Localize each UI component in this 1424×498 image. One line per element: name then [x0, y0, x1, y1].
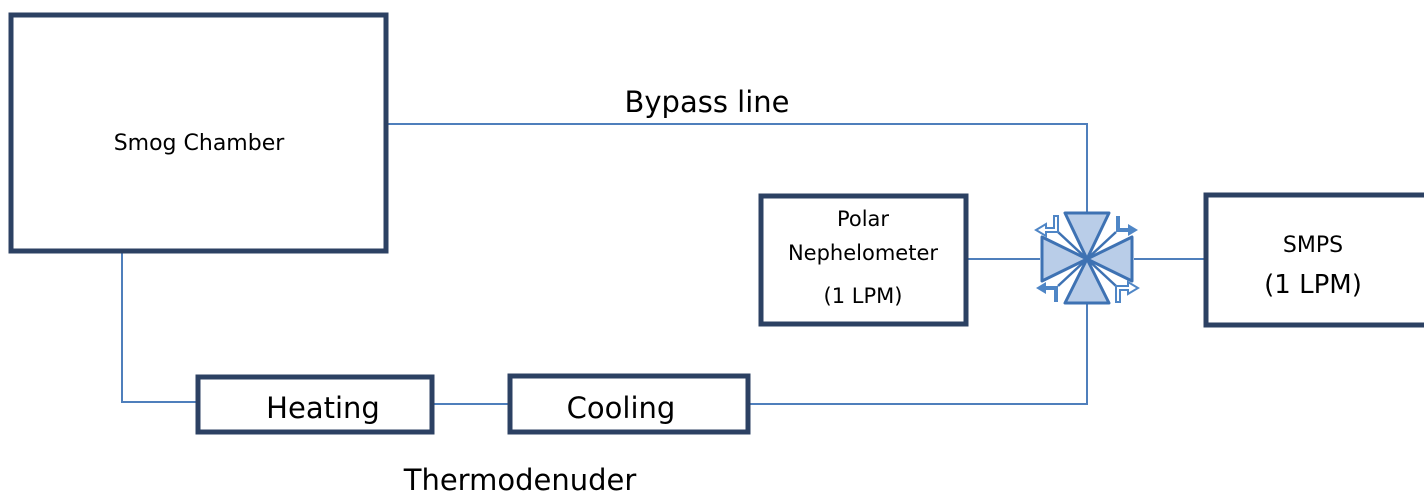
valve-arrow-top-right-icon [1116, 216, 1138, 236]
smog-chamber-label: Smog Chamber [114, 131, 286, 156]
cooling-border [507, 373, 751, 435]
four-way-valve-icon [1034, 211, 1140, 305]
chamber-to-heating-connector [121, 253, 197, 403]
smps-label-line2: (1 LPM) [1264, 270, 1362, 300]
valve-top-wedge [1063, 211, 1111, 261]
heating-border [195, 374, 435, 435]
polar-nephelometer-label-line3: (1 LPM) [824, 284, 903, 308]
valve-arrow-bottom-right-icon [1115, 280, 1140, 303]
connector-lines [121, 123, 1205, 405]
polar-nephelometer-label-line2: Nephelometer [788, 241, 938, 265]
smog-chamber-box: Smog Chamber [8, 12, 389, 254]
cooling-box: Cooling [507, 373, 751, 435]
heating-label: Heating [266, 391, 380, 425]
bypass-line-label: Bypass line [624, 85, 789, 119]
heating-box: Heating [195, 374, 435, 435]
polar-nephelometer-border [758, 193, 969, 327]
valve-arrow-bottom-left-icon [1036, 282, 1058, 302]
smog-chamber-border [8, 12, 389, 254]
smps-box: SMPS (1 LPM) [1203, 192, 1424, 328]
valve-bottom-wedge [1063, 257, 1111, 305]
smps-label-line1: SMPS [1283, 233, 1343, 258]
thermodenuder-label: Thermodenuder [403, 463, 637, 497]
smps-border [1203, 192, 1424, 328]
valve-diagonal-2 [1057, 231, 1117, 287]
cooling-to-valve-connector [749, 302, 1088, 405]
cooling-label: Cooling [567, 391, 676, 425]
valve-left-wedge [1040, 235, 1089, 283]
bypass-connector [388, 123, 1088, 218]
valve-arrow-top-left-icon [1034, 215, 1059, 238]
polar-nephelometer-label-line1: Polar [837, 207, 889, 231]
polar-nephelometer-box: Polar Nephelometer (1 LPM) [758, 193, 969, 327]
valve-right-wedge [1085, 235, 1134, 283]
